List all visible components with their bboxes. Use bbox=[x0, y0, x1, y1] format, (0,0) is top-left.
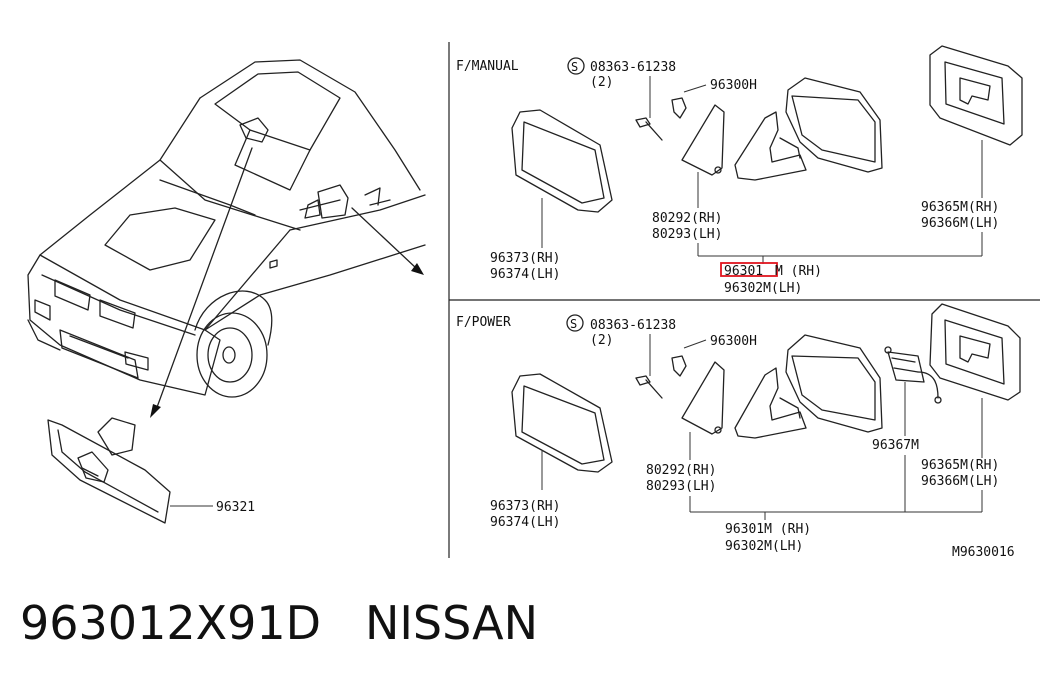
manual-section-label: F/MANUAL bbox=[456, 59, 519, 74]
power-actuator-label: 96367M bbox=[872, 438, 919, 453]
power-assy-lh: 96302M(LH) bbox=[725, 539, 803, 554]
power-cover-icon bbox=[681, 361, 725, 435]
manual-screw-part: 08363-61238 bbox=[590, 60, 676, 75]
manual-glass-lh: 96374(LH) bbox=[490, 267, 560, 282]
manual-cover-lh: 80293(LH) bbox=[652, 227, 722, 242]
manual-section: F/MANUAL S 08363-61238 (2) 96300H 96373(… bbox=[456, 45, 1023, 296]
power-glass-lh: 96374(LH) bbox=[490, 515, 560, 530]
power-mirror-lh: 96366M(LH) bbox=[921, 474, 999, 489]
power-cover-lh: 80293(LH) bbox=[646, 479, 716, 494]
power-mirror-rh: 96365M(RH) bbox=[921, 458, 999, 473]
caption-brand: NISSAN bbox=[364, 596, 539, 650]
inside-mirror-part-label: 96321 bbox=[216, 500, 255, 515]
manual-screw-symbol-icon bbox=[567, 57, 585, 75]
manual-screw-icon bbox=[635, 117, 663, 141]
power-actuator-icon bbox=[887, 351, 925, 383]
power-clip-label: 96300H bbox=[710, 334, 757, 349]
manual-assy-rh-suffix: M (RH) bbox=[775, 264, 822, 279]
power-screw-symbol-icon bbox=[566, 314, 584, 332]
vehicle-arrows bbox=[150, 147, 424, 418]
power-assy-rh: 96301M (RH) bbox=[725, 522, 811, 537]
manual-glass-rh: 96373(RH) bbox=[490, 251, 560, 266]
power-glass-rh: 96373(RH) bbox=[490, 499, 560, 514]
manual-mirror-rh: 96365M(RH) bbox=[921, 200, 999, 215]
power-screw-qty: (2) bbox=[590, 333, 613, 348]
caption-part-number: 963012X91D bbox=[20, 596, 322, 650]
manual-glass-icon bbox=[511, 109, 613, 213]
power-section-label: F/POWER bbox=[456, 315, 511, 330]
manual-clip-label: 96300H bbox=[710, 78, 757, 93]
manual-mirror-lh: 96366M(LH) bbox=[921, 216, 999, 231]
manual-assy-rh-num: 96301 bbox=[724, 264, 763, 279]
inside-mirror bbox=[47, 417, 213, 524]
vehicle-illustration bbox=[27, 59, 426, 398]
manual-screw-symbol: S bbox=[571, 60, 578, 74]
manual-screw-qty: (2) bbox=[590, 75, 613, 90]
power-screw-icon bbox=[635, 375, 663, 399]
power-housing-icon bbox=[734, 367, 807, 439]
manual-assy-lh: 96302M(LH) bbox=[724, 281, 802, 296]
manual-cover-icon bbox=[681, 104, 725, 176]
manual-housing-icon bbox=[734, 111, 807, 181]
power-glass-icon bbox=[511, 373, 613, 473]
caption: 963012X91D NISSAN bbox=[20, 596, 538, 650]
manual-mirror-icon bbox=[929, 45, 1023, 146]
power-screw-symbol: S bbox=[570, 317, 577, 331]
power-section: F/POWER S 08363-61238 (2) 96300H 96373(R… bbox=[456, 303, 1021, 554]
manual-clip-icon bbox=[671, 97, 687, 119]
figure-code: M9630016 bbox=[952, 545, 1015, 560]
power-screw-part: 08363-61238 bbox=[590, 318, 676, 333]
power-cover-rh: 80292(RH) bbox=[646, 463, 716, 478]
manual-cover-rh: 80292(RH) bbox=[652, 211, 722, 226]
power-clip-icon bbox=[671, 355, 687, 377]
highlight-box bbox=[720, 262, 778, 277]
power-mirror-icon bbox=[929, 303, 1021, 401]
